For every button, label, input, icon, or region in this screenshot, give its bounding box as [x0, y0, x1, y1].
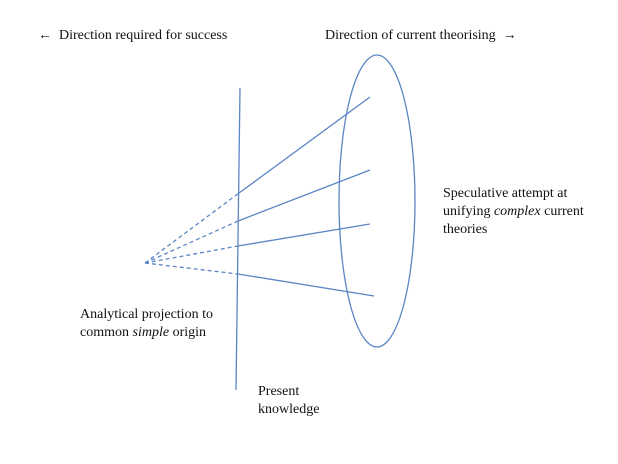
direction-theorising-text: Direction of current theorising	[325, 28, 496, 43]
projection-line-2	[144, 220, 239, 264]
theory-line-3	[237, 223, 371, 247]
projection-line-1	[144, 192, 240, 264]
speculative-line-1: Speculative attempt at	[443, 186, 568, 201]
present-knowledge-line	[235, 87, 241, 391]
analytical-line-1: Analytical projection to	[80, 307, 213, 322]
projection-line-3	[144, 245, 239, 264]
speculative-line-2: unifying complex current	[443, 204, 584, 219]
projection-line-4	[144, 262, 239, 275]
theory-line-1	[238, 96, 371, 194]
theory-line-2	[237, 169, 371, 222]
theory-line-4	[237, 273, 375, 297]
direction-success-label: ← Direction required for success	[38, 27, 227, 45]
speculative-line-3: theories	[443, 222, 488, 237]
right-arrow: →	[502, 28, 517, 43]
current-theories-ellipse	[338, 54, 416, 348]
complex-emphasis: complex	[493, 204, 541, 219]
direction-theorising-label: Direction of current theorising →	[325, 27, 517, 45]
present-line-1: Present	[258, 384, 300, 399]
simple-emphasis: simple	[132, 325, 170, 340]
left-arrow: ←	[38, 28, 52, 43]
speculative-label: Speculative attempt at unifying complex …	[443, 185, 584, 239]
present-knowledge-label: Present knowledge	[258, 383, 319, 419]
analytical-label: Analytical projection to common simple o…	[80, 306, 213, 342]
analytical-line-2: common simple origin	[80, 325, 207, 340]
direction-success-text: Direction required for success	[59, 28, 228, 43]
present-line-2: knowledge	[258, 402, 320, 417]
